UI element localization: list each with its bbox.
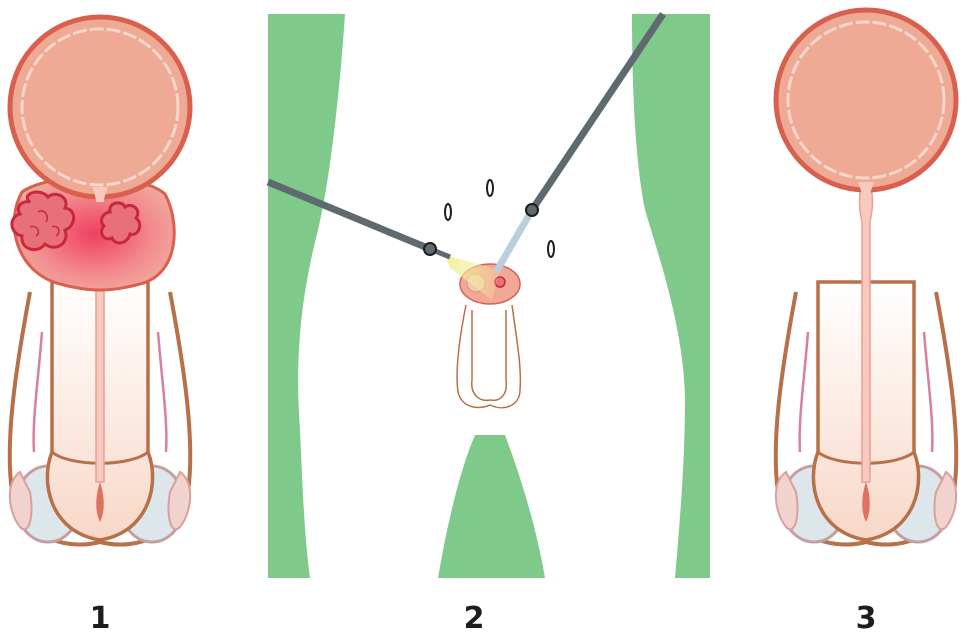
bladder — [776, 10, 956, 190]
panel-label-procedure: 2 — [464, 601, 485, 635]
urethra — [859, 187, 872, 482]
small-anatomy — [457, 305, 520, 408]
panel-label-before: 1 — [90, 601, 111, 635]
perineum — [438, 435, 545, 578]
thigh-right — [632, 14, 710, 578]
port-mark-2 — [487, 180, 493, 196]
trocar-left — [424, 243, 436, 255]
panel-before: 1 — [10, 17, 191, 635]
trocar-right — [526, 204, 538, 216]
thigh-left — [268, 14, 345, 578]
port-mark-1 — [445, 204, 451, 220]
port-mark-3 — [548, 241, 554, 257]
bladder — [10, 17, 190, 197]
panel-label-after: 3 — [856, 601, 877, 635]
panel-after: 3 — [776, 10, 957, 635]
panel-procedure: 2 — [268, 14, 710, 635]
